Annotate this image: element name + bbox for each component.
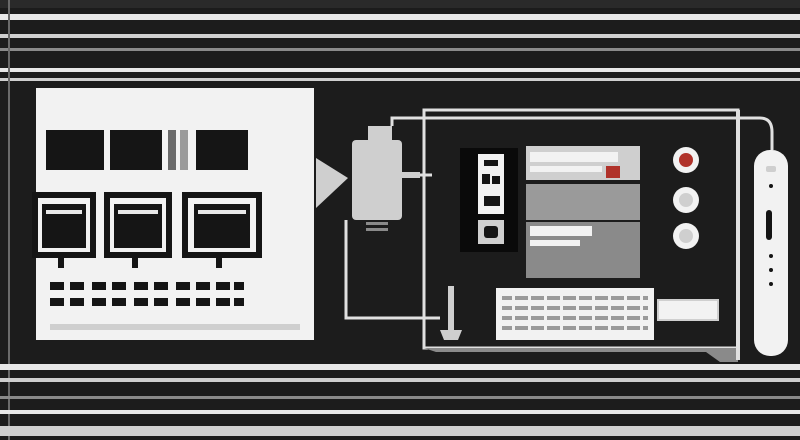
drive-bay-1 bbox=[32, 192, 96, 258]
server-rack-icon bbox=[32, 88, 314, 340]
keyboard-icon bbox=[496, 288, 654, 340]
remote-control-icon bbox=[754, 150, 788, 356]
stand-post bbox=[448, 286, 454, 330]
console-frame bbox=[422, 108, 740, 362]
small-panel bbox=[657, 299, 719, 321]
vent-grid bbox=[50, 282, 244, 306]
central-unit bbox=[526, 146, 640, 278]
bottom-stripes bbox=[0, 364, 800, 436]
wiring bbox=[344, 116, 774, 320]
left-rail bbox=[8, 0, 10, 440]
knob-icon bbox=[673, 147, 699, 249]
top-stripes bbox=[0, 0, 800, 81]
drive-bay-2 bbox=[104, 192, 172, 258]
drive-bay-3 bbox=[182, 192, 262, 258]
small-device bbox=[460, 148, 518, 252]
arrow-right-icon bbox=[316, 158, 348, 208]
power-connector-icon bbox=[352, 126, 420, 231]
